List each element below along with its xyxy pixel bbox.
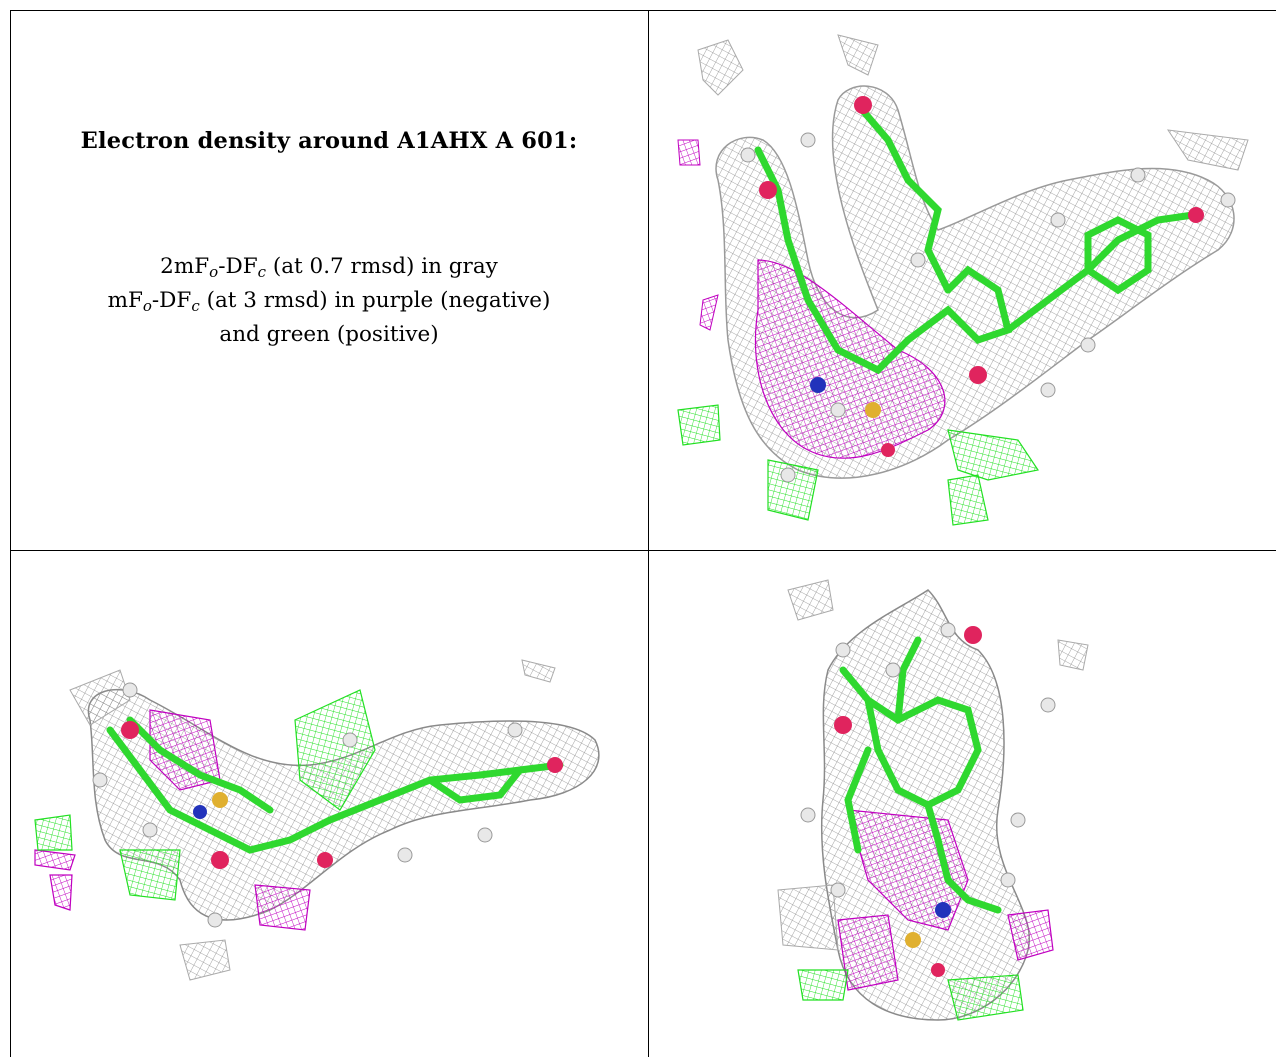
legend-panel: Electron density around A1AHX A 601: 2mF… [10,10,648,550]
ball-and-stick-model [839,636,1002,914]
molecule-render-3 [777,579,1089,1021]
legend-line-colors: and green (positive) [219,322,439,347]
atom-spheres [740,96,1236,483]
table-border-middle [10,550,1276,551]
table-border-top [10,10,1276,11]
molecule-render-2 [34,659,600,981]
positive-density-mesh [797,969,1024,1021]
density-view-3 [648,550,1276,1057]
ball-and-stick-model [754,101,1197,375]
molecule-render-1 [677,34,1249,526]
density-view-2 [10,550,648,1057]
negative-density-mesh [34,709,311,931]
positive-density-mesh [677,404,1039,526]
atom-spheres [92,682,563,928]
positive-density-mesh [34,689,376,901]
map-legend: 2mFo-DFc (at 0.7 rmsd) in gray mFo-DFc (… [10,250,648,352]
density-view-1 [648,10,1276,550]
table-border-center [648,10,649,1057]
table-border-left [10,10,11,1057]
atom-spheres [800,622,1056,977]
legend-line-2fofc: 2mFo-DFc (at 0.7 rmsd) in gray [160,254,498,281]
legend-line-fofc: mFo-DFc (at 3 rmsd) in purple (negative) [107,288,551,315]
figure-grid: Electron density around A1AHX A 601: 2mF… [10,10,1276,1057]
figure-title: Electron density around A1AHX A 601: [80,128,578,154]
ball-and-stick-model [106,716,564,854]
